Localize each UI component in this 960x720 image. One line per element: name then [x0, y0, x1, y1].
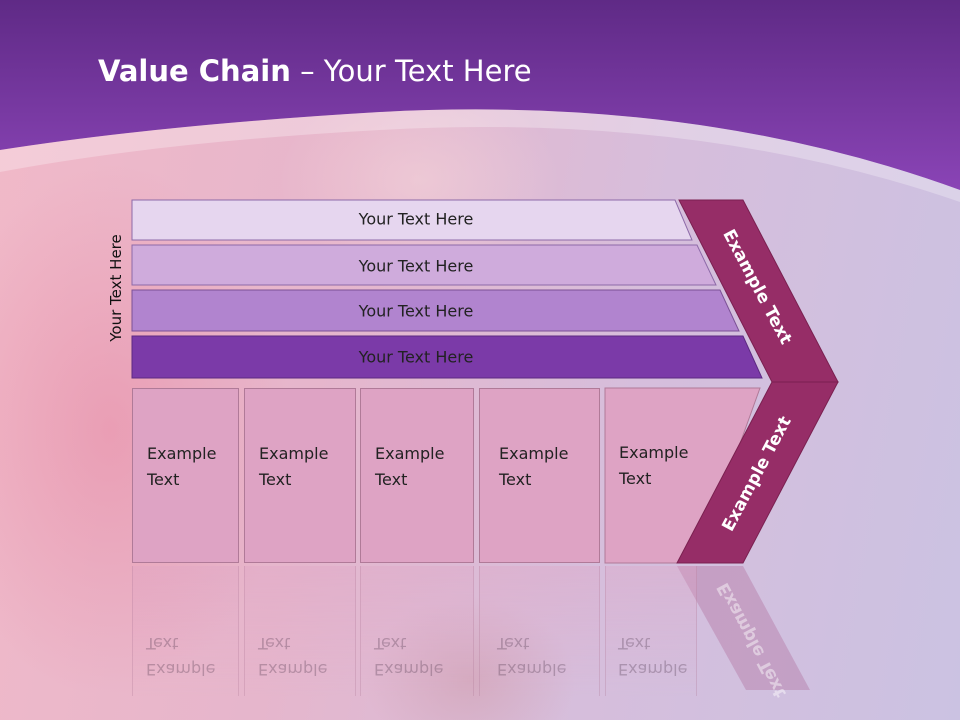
side-label: Your Text Here [107, 234, 125, 342]
box-2-line1: Example [259, 444, 329, 463]
box-1-line1: Example [147, 444, 217, 463]
header-band [0, 0, 960, 190]
activity-box-4: Example Text [479, 388, 600, 563]
box-4-line1: Example [499, 444, 569, 463]
slide-title: Value Chain – Your Text Here [98, 54, 532, 88]
activity-box-3: Example Text [360, 388, 474, 563]
bar-1 [131, 199, 693, 241]
box-5-line1: Example [619, 443, 689, 462]
box-4-reflection [479, 566, 600, 696]
chevron-reflection [677, 566, 810, 690]
box-5-line2: Text [619, 469, 652, 488]
activity-box-2: Example Text [244, 388, 356, 563]
bar-4 [131, 335, 763, 379]
box-3-line2: Text [375, 470, 408, 489]
box-3-line1: Example [375, 444, 445, 463]
box-5-reflection [605, 566, 697, 696]
activity-box-5-text: Example Text [605, 388, 705, 563]
bar-1-label: Your Text Here [358, 209, 474, 229]
box-1-reflection [132, 566, 239, 696]
bar-3-label: Your Text Here [358, 301, 474, 321]
box-1-line2: Text [147, 470, 180, 489]
bar-2 [131, 244, 717, 286]
box-4-line2: Text [499, 470, 532, 489]
bar-2-label: Your Text Here [358, 256, 474, 276]
activity-box-1: Example Text [132, 388, 239, 563]
header-arc-light [0, 109, 960, 202]
box-2-reflection [244, 566, 356, 696]
chevron-lower [676, 381, 839, 564]
bar-4-label: Your Text Here [358, 347, 474, 367]
box-2-line2: Text [259, 470, 292, 489]
box-3-reflection [360, 566, 474, 696]
bar-3 [131, 289, 740, 332]
